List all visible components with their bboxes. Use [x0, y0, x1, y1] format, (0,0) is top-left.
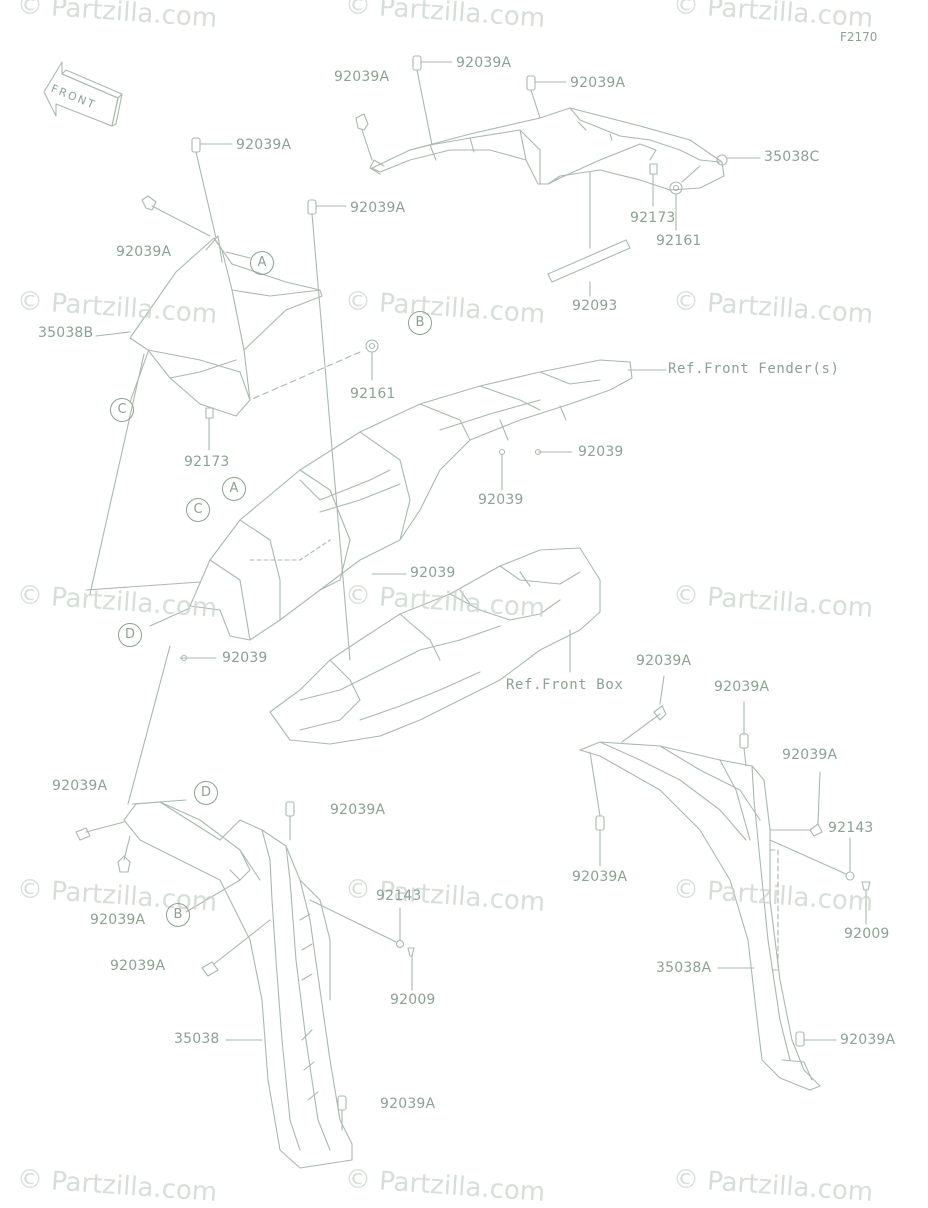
clip-top-1: [355, 113, 373, 161]
screw-92009-left: [407, 947, 415, 991]
grommet-92161-front: [249, 339, 379, 401]
part-label-92039a[interactable]: 92039A: [110, 958, 166, 974]
grommet-92143-left: [309, 899, 405, 949]
callout-b: B: [166, 903, 190, 927]
part-label-92143[interactable]: 92143: [828, 820, 874, 836]
callout-d: D: [194, 781, 218, 805]
screw-92009-right: [861, 881, 871, 925]
part-label-92173[interactable]: 92173: [184, 454, 230, 470]
part-label-92039a[interactable]: 92039A: [52, 778, 108, 794]
callout-a: A: [250, 251, 274, 275]
clip-right-4: [589, 751, 605, 867]
clip-right-5: [795, 1031, 837, 1047]
clip-right-2: [739, 701, 749, 767]
part-label-92039a[interactable]: 92039A: [636, 653, 692, 669]
part-label-92039[interactable]: 92039: [222, 650, 268, 666]
part-label-92143[interactable]: 92143: [376, 888, 422, 904]
part-label-92039a[interactable]: 92039A: [350, 200, 406, 216]
part-label-92039[interactable]: 92039: [410, 565, 456, 581]
part-label-92039a[interactable]: 92039A: [380, 1096, 436, 1112]
front-arrow-icon: [43, 61, 123, 127]
ref-front-box-label[interactable]: Ref.Front Box: [506, 677, 624, 693]
clip-right-3: [769, 771, 823, 837]
part-label-92039a[interactable]: 92039A: [236, 137, 292, 153]
part-label-92039a[interactable]: 92039A: [840, 1032, 896, 1048]
nut-92173-top: [649, 163, 658, 207]
diagram-code: F2170: [840, 30, 878, 44]
side-cover-35038a: [579, 741, 821, 1091]
clip-top-3: [526, 75, 567, 119]
part-label-92039a[interactable]: 92039A: [714, 679, 770, 695]
part-label-92039a[interactable]: 92039A: [116, 244, 172, 260]
clip-right-1: [621, 675, 667, 743]
part-label-92039[interactable]: 92039: [478, 492, 524, 508]
front-cover-35038b: [129, 235, 323, 417]
part-label-92161[interactable]: 92161: [350, 386, 396, 402]
clip-left-1: [75, 821, 125, 841]
clip-front-1: [191, 137, 233, 239]
grommet-92143-right: [769, 837, 855, 881]
callout-b: B: [408, 311, 432, 335]
clip-left-4: [201, 919, 271, 977]
part-label-92039a[interactable]: 92039A: [456, 55, 512, 71]
part-label-35038b[interactable]: 35038B: [38, 325, 94, 341]
part-label-92039a[interactable]: 92039A: [570, 75, 626, 91]
strip-92093: [547, 171, 631, 297]
part-label-92161[interactable]: 92161: [656, 233, 702, 249]
clip-left-5: [337, 1095, 347, 1131]
part-label-35038a[interactable]: 35038A: [656, 960, 712, 976]
clip-left-3: [285, 801, 295, 841]
callout-d: D: [118, 623, 142, 647]
part-label-92039[interactable]: 92039: [578, 444, 624, 460]
part-label-35038c[interactable]: 35038C: [764, 149, 820, 165]
callout-a: A: [222, 477, 246, 501]
part-label-92039a[interactable]: 92039A: [90, 912, 146, 928]
clip-front-3: [307, 199, 351, 661]
part-label-35038[interactable]: 35038: [174, 1031, 220, 1047]
bolt-35038c: [716, 154, 761, 166]
part-label-92039a[interactable]: 92039A: [572, 869, 628, 885]
ref-front-fender-label[interactable]: Ref.Front Fender(s): [668, 361, 840, 377]
front-fender: [189, 359, 633, 641]
part-label-92039a[interactable]: 92039A: [334, 69, 390, 85]
clip-left-2: [117, 835, 131, 873]
upper-cover-35038c: [369, 107, 725, 191]
clip-front-2: [141, 195, 211, 237]
part-label-92009[interactable]: 92009: [390, 992, 436, 1008]
part-label-92173[interactable]: 92173: [630, 210, 676, 226]
grommet-92161-top: [669, 165, 701, 231]
part-label-92009[interactable]: 92009: [844, 926, 890, 942]
front-box: [269, 547, 601, 745]
part-label-92039a[interactable]: 92039A: [330, 802, 386, 818]
clip-top-2: [412, 55, 453, 146]
nut-92173-front: [205, 407, 214, 451]
part-label-92039a[interactable]: 92039A: [782, 747, 838, 763]
side-cover-35038: [123, 801, 353, 1169]
callout-c: C: [186, 498, 210, 522]
part-label-92093[interactable]: 92093: [572, 298, 618, 314]
callout-c: C: [110, 398, 134, 422]
